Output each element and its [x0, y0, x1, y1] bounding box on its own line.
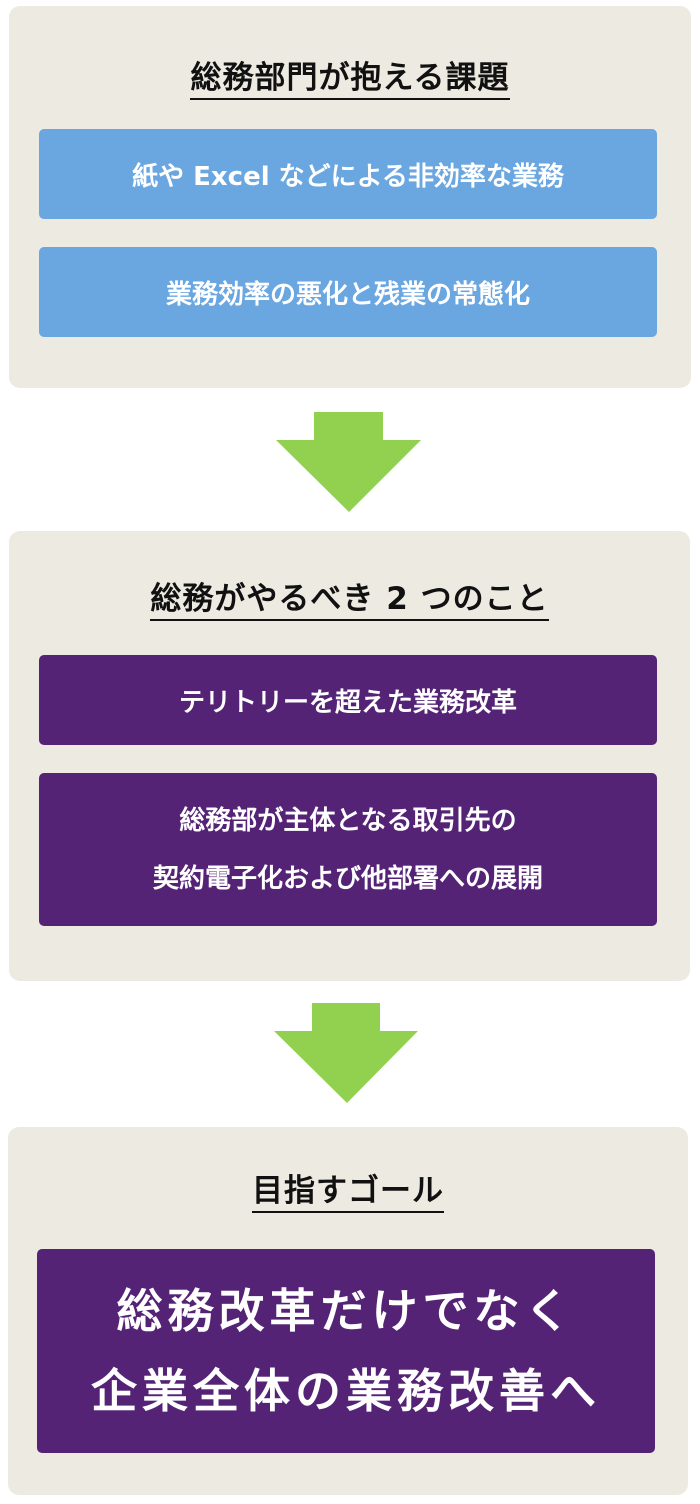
goal-title: 目指すゴール: [8, 1176, 688, 1213]
action-box-e-contract: 総務部が主体となる取引先の 契約電子化および他部署への展開: [39, 773, 657, 926]
issue-box-efficiency: 業務効率の悪化と残業の常態化: [39, 247, 657, 337]
issues-card: 総務部門が抱える課題 紙や Excel などによる非効率な業務 業務効率の悪化と…: [9, 6, 691, 388]
issue-box-paper-excel: 紙や Excel などによる非効率な業務: [39, 129, 657, 219]
action-box-territory: テリトリーを超えた業務改革: [39, 655, 657, 745]
goal-title-text: 目指すゴール: [252, 1176, 444, 1213]
actions-title: 総務がやるべき 2 つのこと: [9, 584, 690, 621]
issue-text: 紙や Excel などによる非効率な業務: [132, 161, 564, 192]
action-text-line-2: 契約電子化および他部署への展開: [152, 863, 543, 894]
issues-title: 総務部門が抱える課題: [9, 63, 691, 100]
goal-text-line-2: 企業全体の業務改善へ: [91, 1364, 601, 1418]
actions-title-text: 総務がやるべき 2 つのこと: [150, 584, 549, 621]
goal-box: 総務改革だけでなく 企業全体の業務改善へ: [37, 1249, 655, 1453]
action-text-line-1: 総務部が主体となる取引先の: [179, 805, 517, 836]
down-arrow-icon: [274, 1003, 418, 1103]
issues-title-text: 総務部門が抱える課題: [190, 63, 510, 100]
goal-card: 目指すゴール 総務改革だけでなく 企業全体の業務改善へ: [8, 1127, 688, 1495]
issue-text: 業務効率の悪化と残業の常態化: [165, 279, 530, 310]
down-arrow-icon: [276, 412, 421, 512]
actions-card: 総務がやるべき 2 つのこと テリトリーを超えた業務改革 総務部が主体となる取引…: [9, 531, 690, 981]
goal-text-line-1: 総務改革だけでなく: [116, 1284, 576, 1338]
action-text: テリトリーを超えた業務改革: [178, 687, 517, 718]
